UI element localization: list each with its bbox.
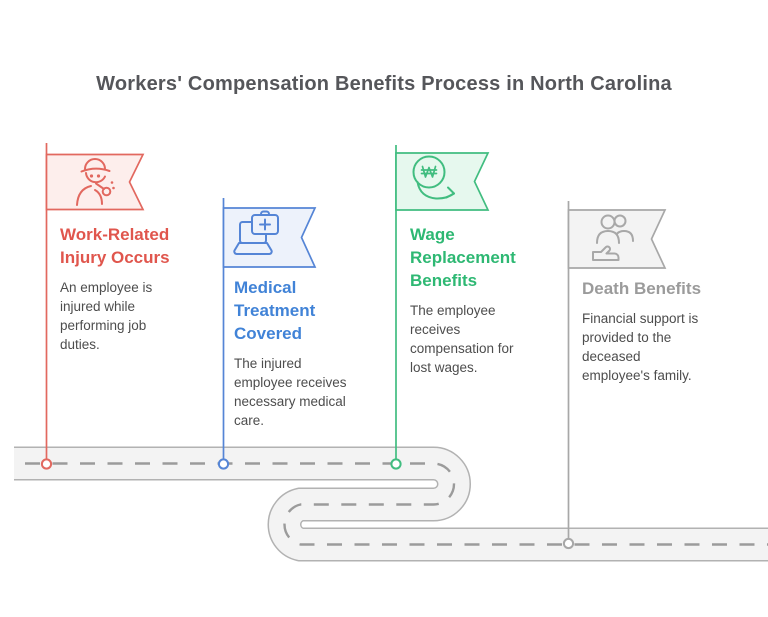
injured-worker-icon bbox=[76, 158, 115, 206]
milestone-wage-replacement bbox=[390, 145, 490, 470]
road-center-dashes bbox=[14, 462, 768, 546]
step-title: Wage Replacement Benefits bbox=[410, 225, 516, 290]
milestone-medical-treatment bbox=[217, 198, 317, 470]
road-node bbox=[562, 537, 575, 550]
road-node bbox=[390, 458, 402, 470]
milestone-death-benefits bbox=[562, 201, 667, 550]
page-title: Workers' Compensation Benefits Process i… bbox=[96, 73, 672, 95]
step-text-death-benefits: Death Benefits Financial support is prov… bbox=[582, 277, 742, 385]
step-description: An employee is injured while performing … bbox=[60, 280, 153, 352]
road-node bbox=[217, 458, 230, 470]
step-description: The employee receives compensation for l… bbox=[410, 303, 514, 375]
wage-decrease-icon bbox=[412, 155, 455, 200]
family-support-icon bbox=[592, 214, 634, 261]
road-surface bbox=[14, 448, 768, 560]
milestone-work-related-injury bbox=[40, 143, 145, 470]
road bbox=[14, 446, 768, 562]
laptop-first-aid-icon bbox=[233, 210, 279, 255]
step-text-wage-replacement: Wage Replacement Benefits The employee r… bbox=[410, 223, 526, 377]
step-text-work-related-injury: Work-Related Injury Occurs An employee i… bbox=[60, 223, 182, 354]
road-node bbox=[40, 458, 53, 470]
step-title: Work-Related Injury Occurs bbox=[60, 225, 170, 267]
step-title: Medical Treatment Covered bbox=[234, 278, 316, 343]
step-title: Death Benefits bbox=[582, 279, 702, 298]
step-text-medical-treatment: Medical Treatment Covered The injured em… bbox=[234, 276, 347, 430]
step-description: The injured employee receives necessary … bbox=[234, 356, 347, 428]
step-description: Financial support is provided to the dec… bbox=[582, 311, 699, 383]
